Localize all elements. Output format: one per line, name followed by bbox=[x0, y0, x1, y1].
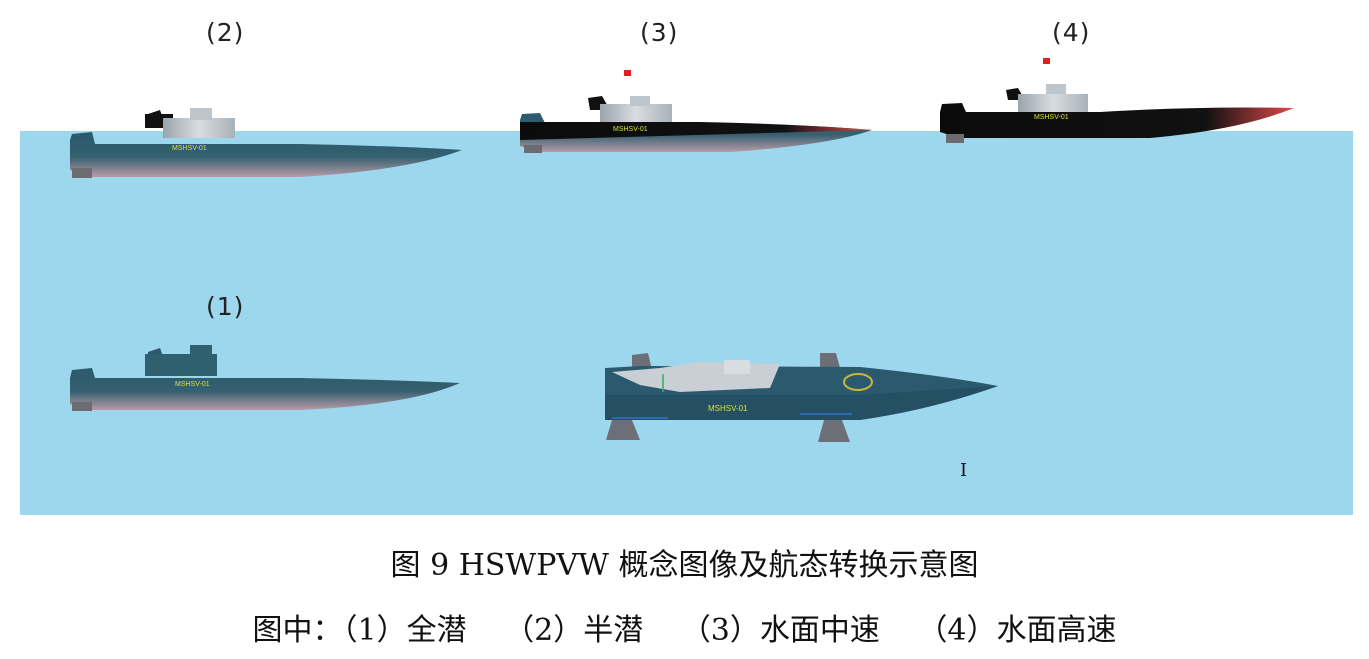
hull-marking-1: MSHSV-01 bbox=[175, 381, 210, 388]
water-region bbox=[20, 131, 1353, 515]
hull-marking-4: MSHSV-01 bbox=[1034, 114, 1069, 121]
state-label-1: (1) bbox=[206, 292, 245, 321]
signal-light-4 bbox=[1043, 58, 1050, 64]
signal-light-3 bbox=[624, 70, 631, 76]
hull-marking-3: MSHSV-01 bbox=[613, 126, 648, 133]
state-label-3: (3) bbox=[640, 18, 679, 47]
vessel-perspective-view: MSHSV-01 bbox=[605, 353, 998, 442]
vessel-state-4: MSHSV-01 bbox=[940, 58, 1294, 143]
legend-item-4: （4）水面高速 bbox=[917, 613, 1117, 648]
vessel-state-2: MSHSV-01 bbox=[70, 108, 462, 178]
figure-title: 图 9 HSWPVW 概念图像及航态转换示意图 bbox=[390, 548, 979, 583]
vessel-state-3: MSHSV-01 bbox=[520, 70, 872, 153]
diagram-canvas: MSHSV-01 MSHSV-01 MSHSV-01 bbox=[20, 58, 1353, 515]
state-label-2: (2) bbox=[206, 18, 245, 47]
vessel-state-1: MSHSV-01 bbox=[70, 345, 460, 411]
hull-marking-2: MSHSV-01 bbox=[172, 145, 207, 152]
legend-item-3: （3）水面中速 bbox=[680, 613, 880, 648]
text-cursor-glyph: I bbox=[960, 460, 968, 481]
legend-item-1: （1）全潜 bbox=[342, 613, 467, 648]
diagram-stage: MSHSV-01 MSHSV-01 MSHSV-01 bbox=[20, 18, 1353, 515]
legend-item-2: （2）半潜 bbox=[504, 613, 644, 648]
legend-prefix: 图中： bbox=[252, 613, 343, 648]
hull-marking-perspective: MSHSV-01 bbox=[708, 404, 748, 413]
figure-legend: 图中：（1）全潜 （2）半潜 （3）水面中速 （4）水面高速 bbox=[0, 605, 1369, 649]
state-label-4: (4) bbox=[1052, 18, 1091, 47]
